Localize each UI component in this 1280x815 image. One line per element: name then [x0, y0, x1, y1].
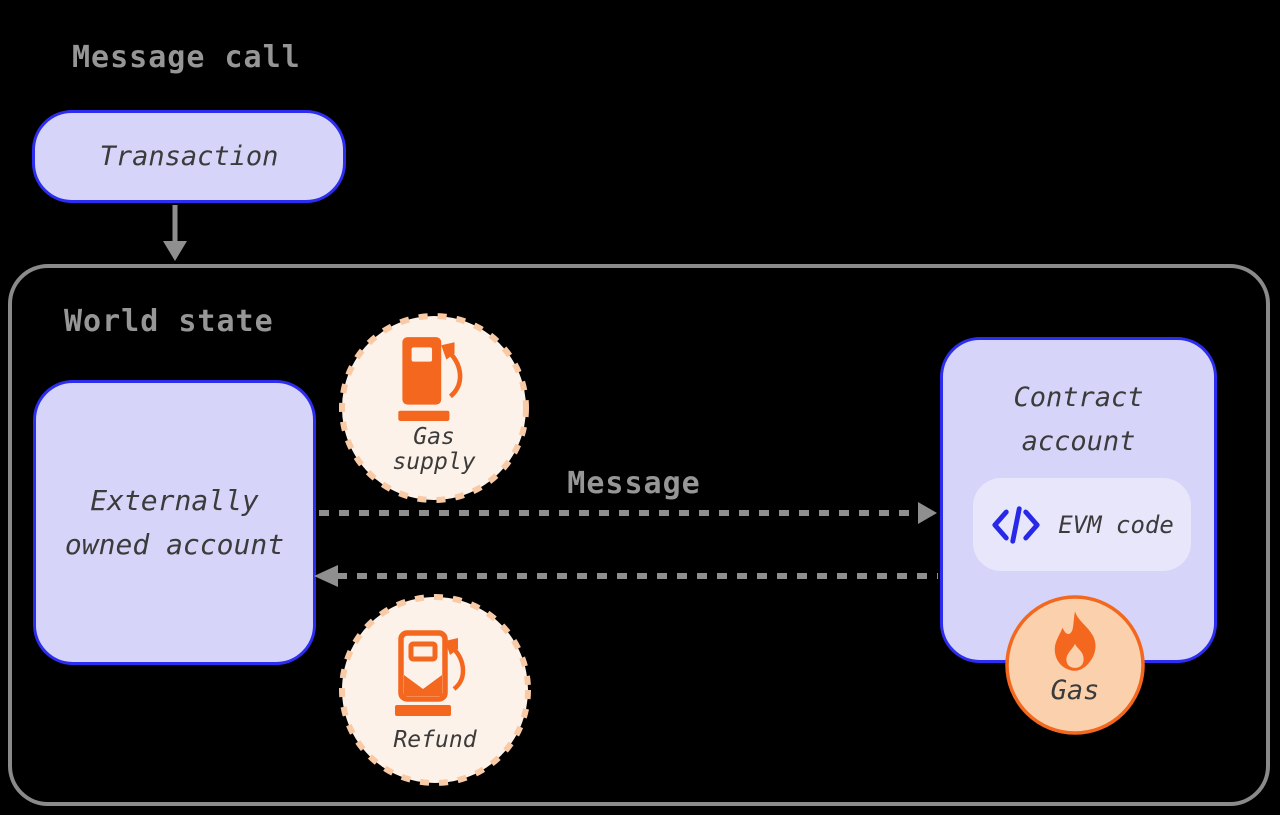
world-state-label: World state	[64, 304, 274, 339]
contract-label-line2: account	[1021, 426, 1136, 457]
arrow-down-icon	[163, 205, 187, 261]
diagram-title: Message call	[72, 40, 301, 75]
externally-owned-account-node: Externally owned account	[33, 380, 316, 665]
contract-label-line1: Contract	[1013, 382, 1144, 413]
refund-badge: Refund	[337, 592, 533, 788]
gas-pump-refund-icon	[395, 630, 466, 716]
dashed-circle-outline	[339, 313, 529, 503]
world-state-container	[8, 264, 1270, 806]
transaction-label: Transaction	[99, 140, 279, 172]
evm-code-panel: EVM code	[973, 478, 1191, 571]
message-label: Message	[567, 466, 701, 501]
eoa-label-line1: Externally	[90, 483, 259, 517]
gas-supply-label-line2: supply	[392, 449, 476, 475]
evm-code-label: EVM code	[1058, 510, 1174, 539]
gas-supply-label-line1: Gas	[413, 424, 455, 450]
gas-label: Gas	[1050, 675, 1100, 706]
code-icon	[992, 505, 1040, 544]
eoa-label-line2: owned account	[64, 527, 285, 561]
transaction-node: Transaction	[32, 110, 346, 203]
refund-label: Refund	[393, 727, 477, 753]
gas-badge: Gas	[1004, 594, 1146, 736]
gas-supply-badge: Gas supply	[337, 311, 531, 505]
flame-icon	[1054, 611, 1096, 671]
gas-pump-icon	[398, 337, 463, 421]
